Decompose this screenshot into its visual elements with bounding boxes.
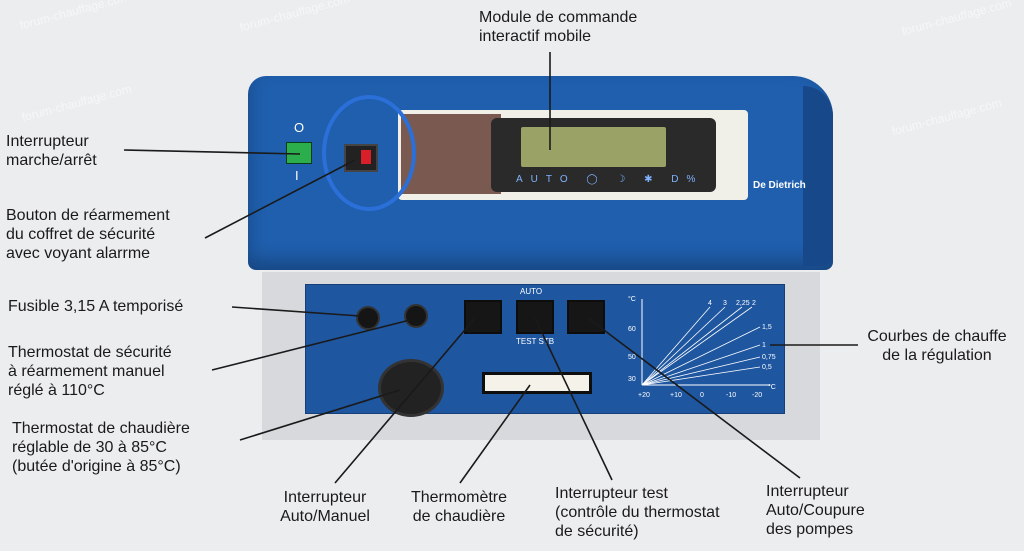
thermometer-label: Thermomètre de chaudière [410,489,508,525]
graph-top-2: 2 [752,300,756,307]
auto-manual-label: Interrupteur Auto/Manuel [280,489,370,525]
graph-y-50: 50 [628,354,636,361]
graph-x-0: 0 [700,392,704,399]
highlight-circle [322,95,416,211]
graph-top-3: 3 [723,300,727,307]
graph-y-60: 60 [628,326,636,333]
safety-thermostat-knob[interactable] [404,304,428,328]
graph-top-4: 4 [708,300,712,307]
brand-logo: De Dietrich [753,180,806,191]
lcd-screen [521,127,666,167]
heating-curves-graph: °C 60 50 30 4 3 2,25 2 1,5 1 0,75 0,5 +2… [628,295,776,399]
auto-manual-switch[interactable] [464,300,502,334]
test-label: TEST STB [516,337,555,346]
boiler-thermostat-label: Thermostat de chaudière réglable de 30 à… [12,420,190,475]
fuse-label: Fusible 3,15 A temporisé [8,298,184,315]
fuse-holder[interactable] [356,306,380,330]
pump-switch[interactable] [567,300,605,334]
pump-switch-label: Interrupteur Auto/Coupure des pompes [766,483,865,538]
graph-side-0-5: 0,5 [762,364,772,371]
test-switch-label: Interrupteur test (contrôle du thermosta… [555,485,720,540]
graph-y-unit: °C [628,295,636,303]
heating-curves-label: Courbes de chauffe de la régulation [867,328,1007,364]
graph-x-unit: °C [768,383,776,391]
module-label: Module de commande interactif mobile [479,9,638,45]
graph-side-1-5: 1,5 [762,324,772,331]
auto-label: AUTO [520,287,543,296]
graph-top-2-25: 2,25 [736,300,750,307]
graph-x-plus20: +20 [638,392,650,399]
graph-y-30: 30 [628,376,636,383]
test-switch[interactable] [516,300,554,334]
graph-side-1: 1 [762,342,766,349]
graph-x-plus10: +10 [670,392,682,399]
graph-side-0-75: 0,75 [762,354,776,361]
graph-x-minus20: -20 [752,392,762,399]
reset-button-label: Bouton de réarmement du coffret de sécur… [6,207,170,262]
display-strip [401,114,501,194]
panel-edge [803,86,833,266]
safety-thermostat-label: Thermostat de sécurité à réarmement manu… [8,344,172,399]
graph-x-minus10: -10 [726,392,736,399]
mode-selector[interactable]: AUTO ◯ ☽ ✱ D% [516,174,704,185]
switch-on-mark: I [295,168,299,183]
switch-off-mark: O [294,120,305,135]
power-switch-label: Interrupteur marche/arrêt [6,133,97,169]
boiler-thermometer [482,372,592,394]
